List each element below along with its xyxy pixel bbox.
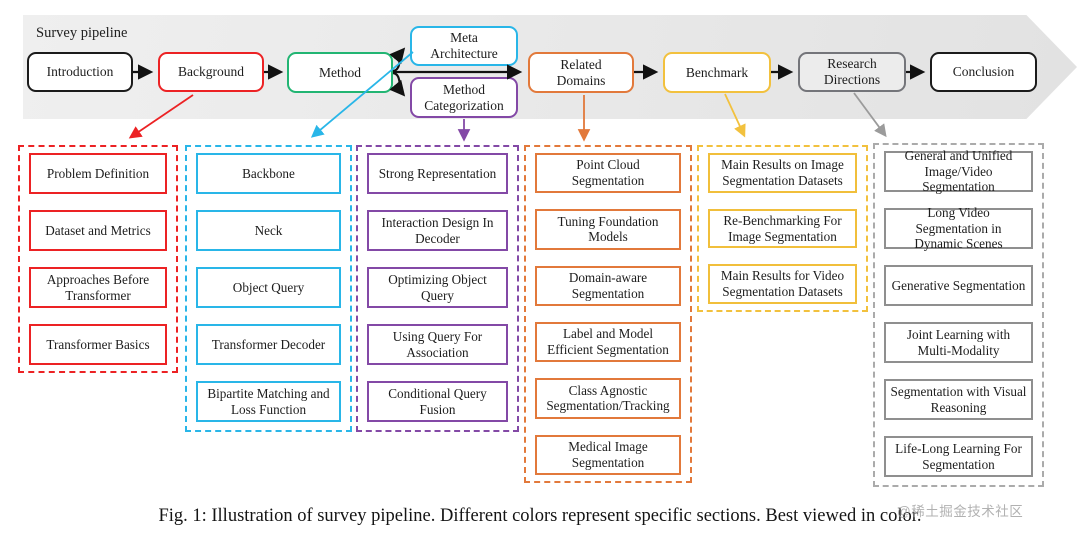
topic-box: Conditional Query Fusion (367, 381, 508, 422)
figure-caption: Fig. 1: Illustration of survey pipeline.… (158, 506, 922, 526)
group-meta-architecture-topics: Backbone Neck Object Query Transformer D… (185, 145, 352, 432)
topic-box: General and Unified Image/Video Segmenta… (884, 148, 1033, 194)
topic-box: Interaction Design In Decoder (367, 210, 508, 251)
topic-box: Object Query (196, 267, 341, 308)
pipeline-node-background: Background (158, 52, 264, 92)
pipeline-node-introduction: Introduction (27, 52, 133, 92)
pipeline-node-meta-architecture: Meta Architecture (410, 26, 518, 66)
topic-box: Main Results on Image Segmentation Datas… (708, 153, 857, 193)
group-benchmark-topics: Main Results on Image Segmentation Datas… (697, 145, 868, 312)
group-method-categorization-topics: Strong Representation Interaction Design… (356, 145, 519, 432)
topic-box: Long Video Segmentation in Dynamic Scene… (884, 205, 1033, 251)
topic-box: Medical Image Segmentation (535, 434, 681, 475)
pipeline-node-method: Method (287, 52, 393, 93)
topic-box: Approaches Before Transformer (29, 267, 167, 308)
topic-box: Class Agnostic Segmentation/Tracking (535, 378, 681, 419)
topic-box: Strong Representation (367, 153, 508, 194)
topic-box: Tuning Foundation Models (535, 209, 681, 250)
topic-box: Segmentation with Visual Reasoning (884, 379, 1033, 420)
watermark: @稀土掘金技术社区 (897, 504, 1024, 519)
topic-box: Bipartite Matching and Loss Function (196, 381, 341, 422)
topic-box: Using Query For Association (367, 324, 508, 365)
banner-label: Survey pipeline (36, 25, 128, 41)
pipeline-node-benchmark: Benchmark (663, 52, 771, 93)
topic-box: Life-Long Learning For Segmentation (884, 436, 1033, 477)
group-background-topics: Problem Definition Dataset and Metrics A… (18, 145, 178, 373)
pipeline-node-method-categorization: Method Categorization (410, 77, 518, 118)
topic-box: Main Results for Video Segmentation Data… (708, 264, 857, 305)
topic-box: Generative Segmentation (884, 265, 1033, 306)
pipeline-node-conclusion: Conclusion (930, 52, 1037, 92)
topic-box: Domain-aware Segmentation (535, 265, 681, 306)
topic-box: Transformer Decoder (196, 324, 341, 365)
group-research-directions-topics: General and Unified Image/Video Segmenta… (873, 143, 1044, 487)
pipeline-node-related-domains: Related Domains (528, 52, 634, 93)
topic-box: Joint Learning with Multi-Modality (884, 322, 1033, 363)
topic-box: Label and Model Efficient Segmentation (535, 321, 681, 363)
topic-box: Problem Definition (29, 153, 167, 194)
topic-box: Transformer Basics (29, 324, 167, 365)
topic-box: Optimizing Object Query (367, 267, 508, 308)
topic-box: Dataset and Metrics (29, 210, 167, 251)
topic-box: Backbone (196, 153, 341, 194)
topic-box: Point Cloud Segmentation (535, 153, 681, 194)
topic-box: Re-Benchmarking For Image Segmentation (708, 208, 857, 249)
topic-box: Neck (196, 210, 341, 251)
pipeline-node-research-directions: Research Directions (798, 52, 906, 92)
group-related-domains-topics: Point Cloud Segmentation Tuning Foundati… (524, 145, 692, 483)
